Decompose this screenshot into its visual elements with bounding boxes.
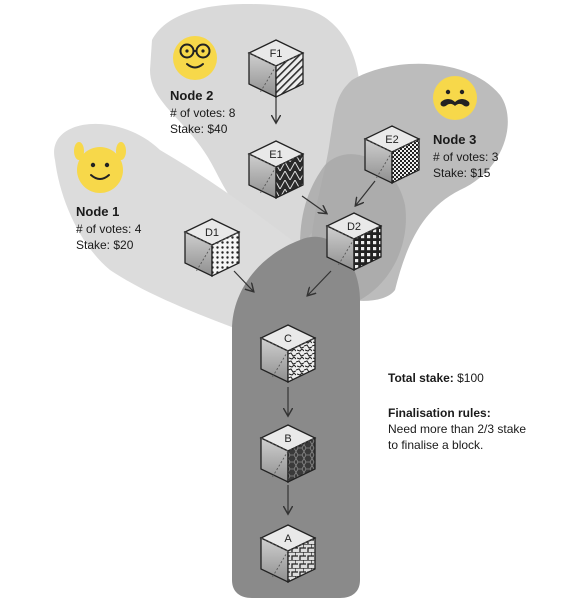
block-f1: F1 [247, 39, 305, 99]
block-label-d1: D1 [205, 227, 219, 239]
block-label-d2: D2 [347, 221, 361, 233]
arrow-d1-c [233, 270, 253, 291]
block-label-f1: F1 [270, 48, 283, 60]
smiley-mustache-icon [433, 76, 477, 120]
arrow-e2-d2 [356, 180, 376, 205]
node-3-info: Node 3 # of votes: 3 Stake: $15 [433, 132, 499, 180]
node-3-name: Node 3 [433, 132, 476, 147]
node-2-stake: Stake: $40 [170, 122, 228, 136]
arrow-e1-d2 [301, 195, 326, 213]
block-d2: D2 [325, 212, 383, 272]
block-b: B [259, 424, 317, 484]
node-2-name: Node 2 [170, 88, 213, 103]
node-3-stake: Stake: $15 [433, 166, 491, 180]
finalisation-line-1: Need more than 2/3 stake [388, 422, 527, 436]
node-1-stake: Stake: $20 [76, 238, 134, 252]
node-2-votes: # of votes: 8 [170, 106, 236, 120]
block-label-e2: E2 [385, 134, 398, 146]
node-1-info: Node 1 # of votes: 4 Stake: $20 [76, 204, 142, 252]
node-2-info: Node 2 # of votes: 8 Stake: $40 [170, 88, 236, 136]
total-stake-label: Total stake: [388, 371, 454, 385]
arrow-d2-c [308, 270, 332, 295]
main-chain-trunk [232, 236, 360, 598]
block-label-c: C [284, 333, 292, 345]
total-stake-value: $100 [453, 371, 484, 385]
smiley-glasses-icon [173, 36, 217, 80]
node-1-votes: # of votes: 4 [76, 222, 142, 236]
finalisation-rules: Finalisation rules: Need more than 2/3 s… [388, 405, 526, 453]
block-a: A [259, 524, 317, 584]
finalisation-title: Finalisation rules: [388, 406, 491, 420]
block-label-b: B [284, 433, 291, 445]
finalisation-line-2: to finalise a block. [388, 438, 484, 452]
node-3-votes: # of votes: 3 [433, 150, 499, 164]
block-e2: E2 [363, 125, 421, 185]
block-e1: E1 [247, 140, 305, 200]
total-stake: Total stake: $100 [388, 370, 484, 386]
block-label-a: A [284, 533, 292, 545]
node-1-name: Node 1 [76, 204, 119, 219]
block-c: C [259, 324, 317, 384]
smiley-hands-up-icon [74, 142, 126, 193]
block-d1: D1 [183, 218, 241, 278]
block-label-e1: E1 [269, 149, 282, 161]
